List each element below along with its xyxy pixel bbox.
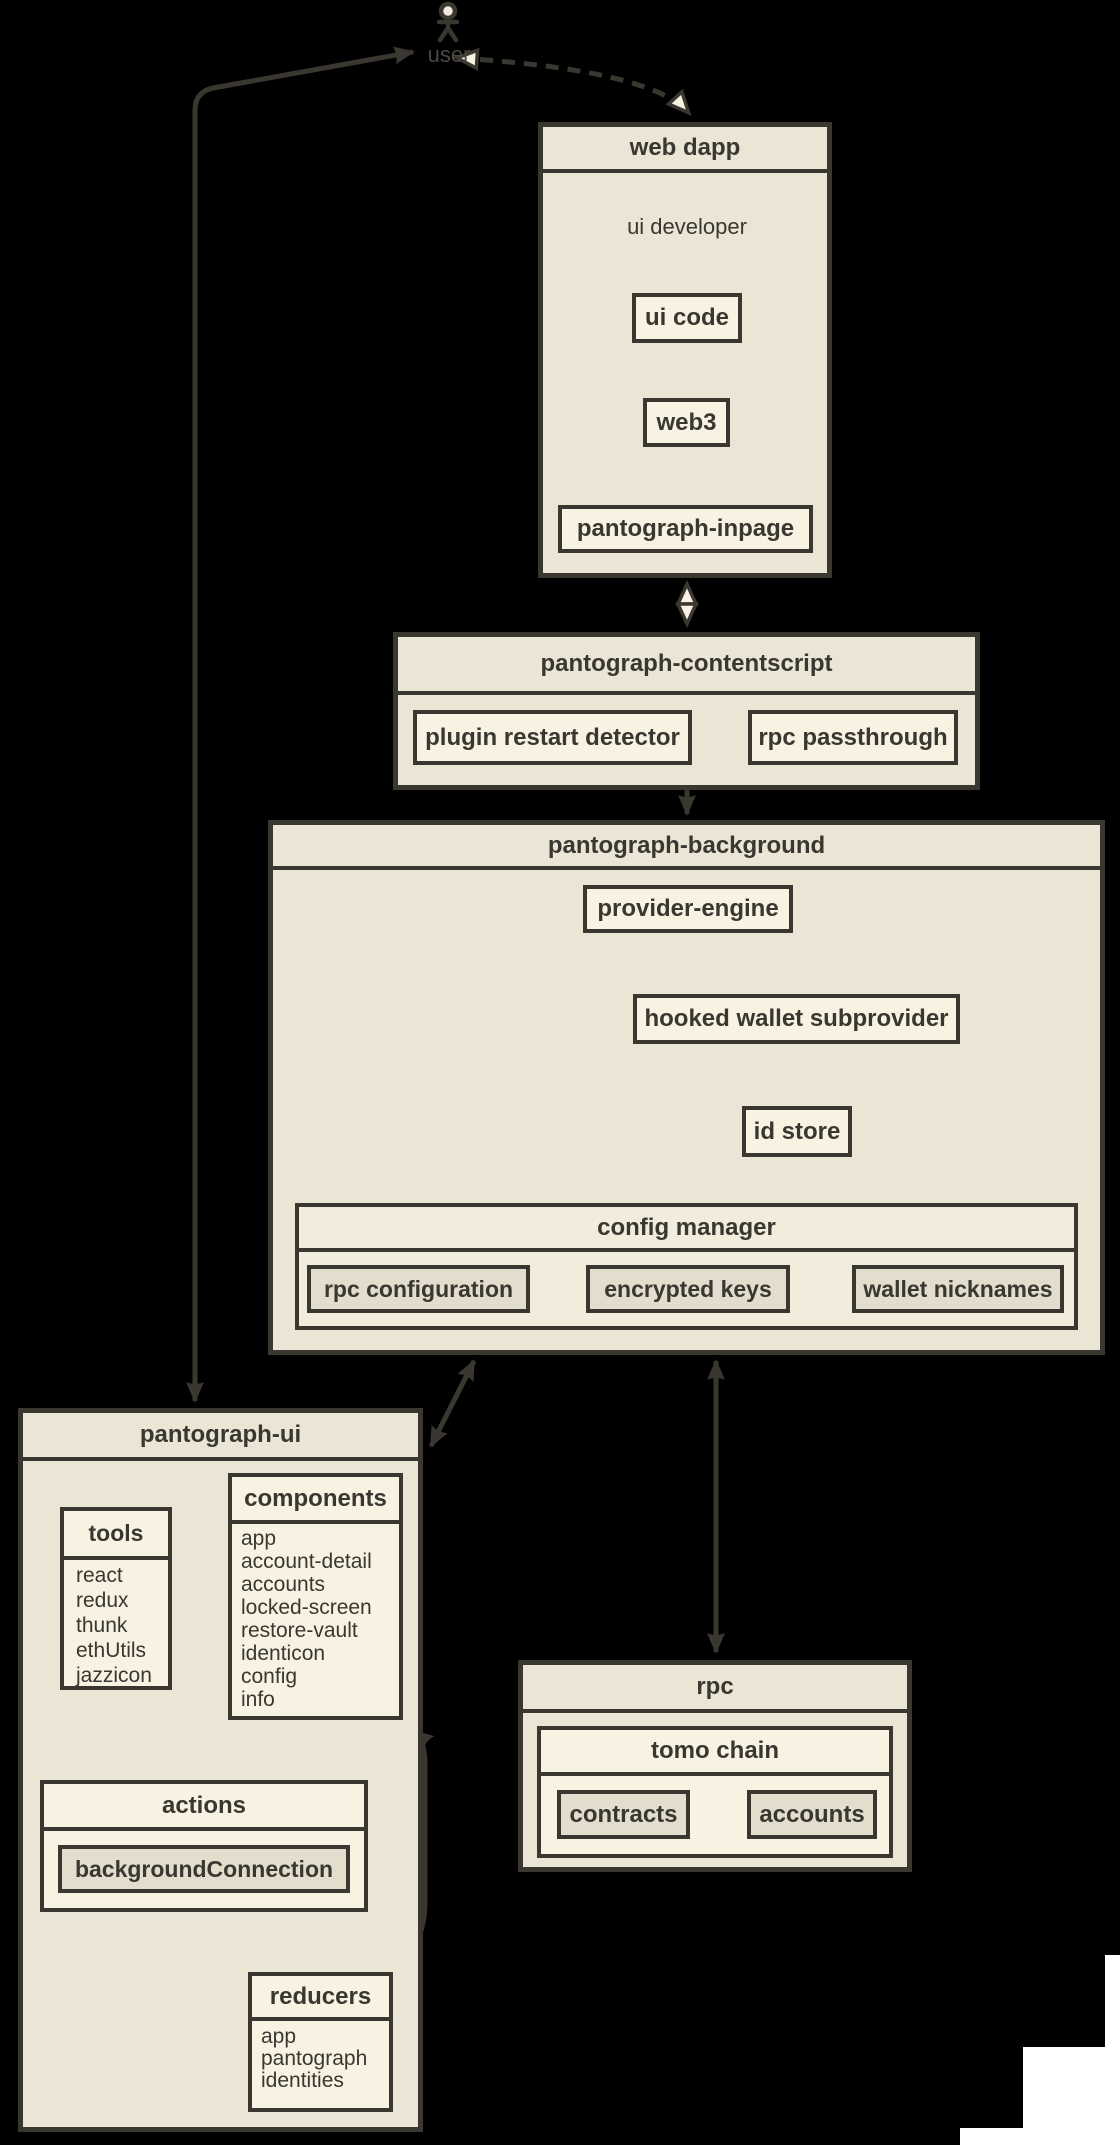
pantograph-ui-title: pantograph-ui <box>23 1413 418 1461</box>
contracts-box: contracts <box>557 1790 690 1839</box>
list-item: account-detail <box>241 1550 372 1573</box>
arrow-user-webdapp-dashed <box>458 58 688 112</box>
tools-box: tools <box>60 1507 172 1690</box>
list-item: restore-vault <box>241 1619 358 1642</box>
reducers-list: app pantograph identities <box>261 2026 367 2092</box>
user-actor-icon <box>436 1 460 43</box>
list-item: app <box>261 2025 297 2048</box>
list-item: react <box>76 1564 123 1587</box>
hooked-wallet-subprovider-box: hooked wallet subprovider <box>633 994 960 1044</box>
tomo-chain-title: tomo chain <box>541 1730 889 1776</box>
list-item: app <box>241 1527 277 1550</box>
background-title: pantograph-background <box>273 825 1100 870</box>
contentscript-title: pantograph-contentscript <box>398 637 975 695</box>
rpc-title: rpc <box>523 1665 907 1713</box>
reducers-box: reducers <box>248 1972 393 2112</box>
encrypted-keys-box: encrypted keys <box>586 1265 790 1313</box>
background-connection-box: backgroundConnection <box>58 1845 350 1893</box>
tools-list: react redux thunk ethUtils jazzicon <box>76 1563 152 1688</box>
web3-box: web3 <box>643 398 730 447</box>
components-list: app account-detail accounts locked-scree… <box>241 1527 372 1711</box>
arrow-background-ui <box>428 1359 477 1448</box>
list-item: jazzicon <box>76 1664 152 1687</box>
list-item: ethUtils <box>76 1639 147 1662</box>
web-dapp-box: web dapp <box>538 122 832 578</box>
components-title: components <box>232 1477 399 1524</box>
plugin-restart-detector-box: plugin restart detector <box>413 710 692 765</box>
list-item: identities <box>261 2069 344 2092</box>
reducers-title: reducers <box>252 1976 389 2021</box>
rpc-configuration-box: rpc configuration <box>307 1265 530 1313</box>
tools-title: tools <box>64 1511 168 1560</box>
ui-code-box: ui code <box>632 293 742 343</box>
page-corner-patch <box>960 2128 1120 2145</box>
ui-developer-label: ui developer <box>627 214 747 239</box>
accounts-box: accounts <box>747 1790 877 1839</box>
config-manager-title: config manager <box>299 1207 1074 1252</box>
components-box: components <box>228 1473 403 1720</box>
list-item: locked-screen <box>241 1596 372 1619</box>
list-item: redux <box>76 1589 129 1612</box>
id-store-box: id store <box>742 1106 852 1157</box>
actions-title: actions <box>44 1784 364 1831</box>
wallet-nicknames-box: wallet nicknames <box>852 1265 1064 1313</box>
list-item: thunk <box>76 1614 128 1637</box>
list-item: config <box>241 1665 298 1688</box>
list-item: pantograph <box>261 2047 368 2070</box>
rpc-passthrough-box: rpc passthrough <box>748 710 958 765</box>
list-item: info <box>241 1688 275 1711</box>
provider-engine-box: provider-engine <box>583 885 793 933</box>
web-dapp-title: web dapp <box>543 127 827 173</box>
list-item: identicon <box>241 1642 326 1665</box>
list-item: accounts <box>241 1573 326 1596</box>
pantograph-inpage-box: pantograph-inpage <box>558 505 813 553</box>
user-label: user <box>427 42 471 67</box>
